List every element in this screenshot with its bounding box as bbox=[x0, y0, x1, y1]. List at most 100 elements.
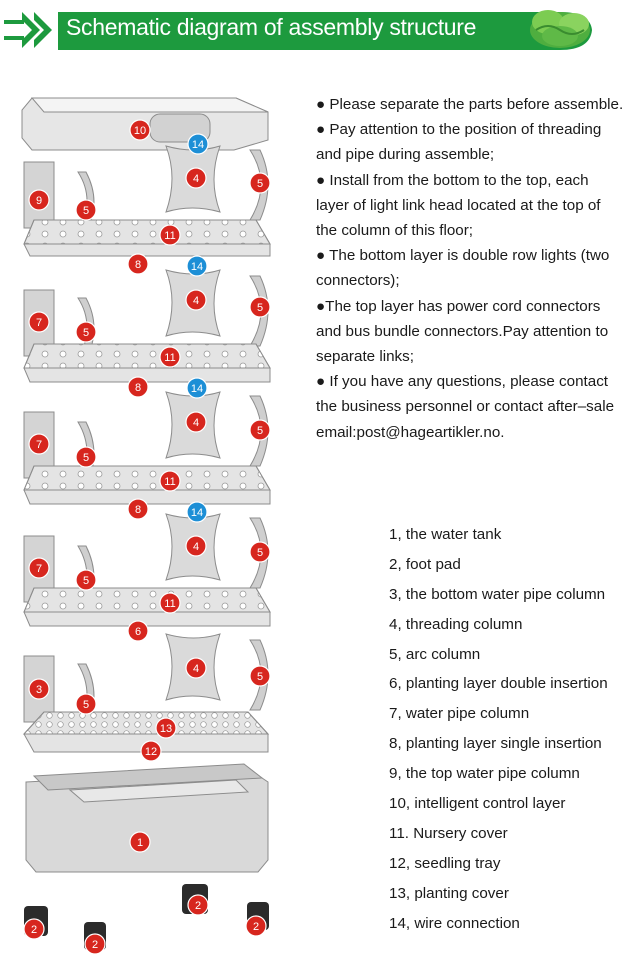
parts-legend: 1, the water tank 2, foot pad 3, the bot… bbox=[389, 520, 625, 938]
part-number-badge: 3 bbox=[28, 678, 50, 700]
planting-layer-3 bbox=[23, 465, 271, 505]
legend-item: 5, arc column bbox=[389, 645, 481, 663]
legend-item: 8, planting layer single insertion bbox=[389, 735, 602, 753]
part-number-badge: 5 bbox=[75, 693, 97, 715]
badge-number: 14 bbox=[191, 383, 203, 395]
part-number-badge: 8 bbox=[127, 498, 149, 520]
note-item: ● Pay attention to the position of threa… bbox=[316, 121, 602, 164]
part-number-badge: 14 bbox=[186, 501, 208, 523]
note-item: ● Install from the bottom to the top, ea… bbox=[316, 171, 601, 240]
badge-number: 2 bbox=[253, 921, 259, 933]
part-number-badge: 5 bbox=[75, 321, 97, 343]
part-number-badge: 4 bbox=[185, 411, 207, 433]
part-number-badge: 2 bbox=[84, 933, 106, 955]
part-number-badge: 5 bbox=[249, 541, 271, 563]
legend-item: 10, intelligent control layer bbox=[389, 795, 566, 813]
legend-item: 7, water pipe column bbox=[389, 705, 530, 723]
badge-number: 5 bbox=[257, 425, 263, 437]
badge-number: 5 bbox=[83, 452, 89, 464]
foot-pads bbox=[24, 884, 269, 950]
part-number-badge: 4 bbox=[185, 657, 207, 679]
diagram-title: Schematic diagram of assembly structure bbox=[66, 14, 477, 40]
badge-number: 8 bbox=[135, 382, 141, 394]
badge-number: 8 bbox=[135, 259, 141, 271]
badge-number: 4 bbox=[193, 663, 199, 675]
note-item: ● The bottom layer is double row lights … bbox=[316, 247, 610, 290]
badge-number: 14 bbox=[191, 261, 203, 273]
part-number-badge: 5 bbox=[249, 172, 271, 194]
badge-number: 1 bbox=[137, 837, 143, 849]
part-number-badge: 11 bbox=[159, 224, 181, 246]
badge-number: 2 bbox=[92, 939, 98, 951]
badge-number: 3 bbox=[36, 684, 42, 696]
badge-number: 9 bbox=[36, 195, 42, 207]
badge-number: 14 bbox=[191, 507, 203, 519]
badge-number: 5 bbox=[257, 302, 263, 314]
note-item: ● If you have any questions, please cont… bbox=[316, 373, 615, 441]
badge-number: 13 bbox=[160, 723, 172, 735]
instruction-notes: ● Please separate the parts before assem… bbox=[316, 92, 624, 445]
badge-number: 7 bbox=[36, 563, 42, 575]
badge-number: 11 bbox=[164, 598, 175, 610]
legend-item: 13, planting cover bbox=[389, 884, 509, 902]
part-number-badge: 2 bbox=[187, 894, 209, 916]
badge-number: 14 bbox=[192, 139, 204, 151]
legend-item: 3, the bottom water pipe column bbox=[389, 585, 606, 603]
part-number-badge: 5 bbox=[249, 419, 271, 441]
part-number-badge: 2 bbox=[245, 915, 267, 937]
badge-number: 5 bbox=[257, 547, 263, 559]
part-number-badge: 2 bbox=[23, 918, 45, 940]
badge-number: 11 bbox=[164, 352, 175, 364]
badge-number: 5 bbox=[257, 178, 263, 190]
part-number-badge: 7 bbox=[28, 433, 50, 455]
note-item: ● Please separate the parts before assem… bbox=[316, 96, 624, 113]
part-number-badge: 11 bbox=[159, 592, 181, 614]
part-number-badge: 8 bbox=[127, 376, 149, 398]
part-number-badge: 11 bbox=[159, 470, 181, 492]
part-number-badge: 9 bbox=[28, 189, 50, 211]
legend-item: 9, the top water pipe column bbox=[389, 765, 580, 783]
part-number-badge: 4 bbox=[185, 167, 207, 189]
header-banner: Schematic diagram of assembly structure bbox=[0, 0, 626, 66]
note-item: ●The top layer has power cord connectors… bbox=[316, 297, 609, 366]
badge-number: 10 bbox=[134, 125, 146, 137]
legend-item: 4, threading column bbox=[389, 615, 523, 633]
badge-number: 7 bbox=[36, 439, 42, 451]
part-number-badge: 13 bbox=[155, 717, 177, 739]
column-row-top bbox=[23, 145, 269, 233]
badge-number: 8 bbox=[135, 504, 141, 516]
badge-number: 5 bbox=[83, 327, 89, 339]
part-number-badge: 4 bbox=[185, 289, 207, 311]
part-number-badge: 5 bbox=[75, 446, 97, 468]
badge-number: 4 bbox=[193, 541, 199, 553]
part-number-badge: 7 bbox=[28, 557, 50, 579]
part-number-badge: 5 bbox=[249, 296, 271, 318]
part-number-badge: 10 bbox=[129, 119, 151, 141]
planting-layer-1 bbox=[23, 219, 271, 257]
seedling-tray-part bbox=[22, 711, 270, 753]
badge-number: 11 bbox=[164, 230, 175, 242]
legend-item: 12, seedling tray bbox=[389, 854, 501, 872]
badge-number: 4 bbox=[193, 295, 199, 307]
part-number-badge: 12 bbox=[140, 740, 162, 762]
badge-number: 2 bbox=[31, 924, 37, 936]
badge-number: 12 bbox=[145, 746, 157, 758]
lettuce-icon bbox=[530, 10, 590, 48]
part-number-badge: 7 bbox=[28, 311, 50, 333]
water-tank-part bbox=[25, 763, 269, 873]
legend-item: 6, planting layer double insertion bbox=[389, 675, 608, 693]
part-number-badge: 4 bbox=[185, 535, 207, 557]
part-number-badge: 5 bbox=[75, 569, 97, 591]
badge-number: 7 bbox=[36, 317, 42, 329]
part-number-badges: 10 14 4 9 5 5 11 8 14 4 7 5 5 11 8 14 4 7 5 5 11 8 14 4 7 5 5 11 6 4 3… bbox=[23, 119, 271, 955]
badge-number: 5 bbox=[83, 205, 89, 217]
badge-number: 6 bbox=[135, 626, 141, 638]
legend-item: 2, foot pad bbox=[389, 555, 461, 573]
part-number-badge: 14 bbox=[187, 133, 209, 155]
badge-number: 4 bbox=[193, 417, 199, 429]
part-number-badge: 1 bbox=[129, 831, 151, 853]
assembly-diagram: 10 14 4 9 5 5 11 8 14 4 7 5 5 11 8 14 4 7 5 5 11 8 14 4 7 5 5 11 6 4 3… bbox=[21, 97, 271, 955]
badge-number: 2 bbox=[195, 900, 201, 912]
part-number-badge: 14 bbox=[186, 377, 208, 399]
badge-number: 11 bbox=[164, 476, 175, 488]
